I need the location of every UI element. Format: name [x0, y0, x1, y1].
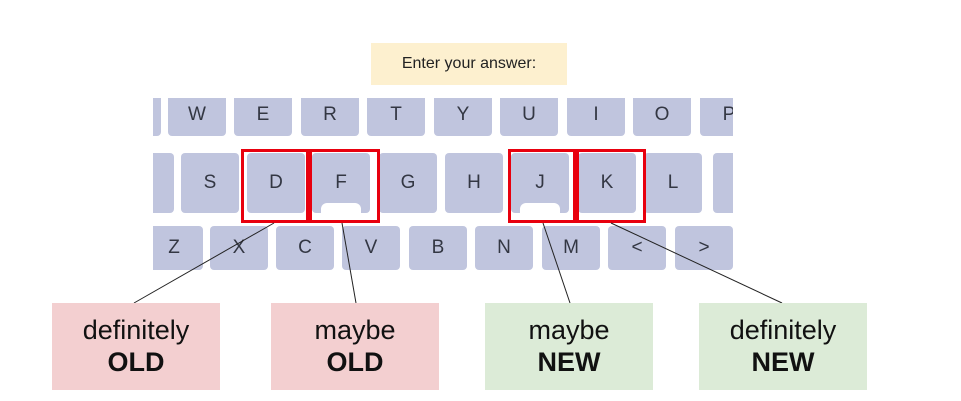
key-v: V [342, 226, 400, 270]
key-p: P [700, 98, 733, 136]
key-l: L [644, 153, 702, 213]
key-b: B [409, 226, 467, 270]
key-d: D [247, 153, 305, 213]
answer-maybe-new-button[interactable]: maybe NEW [485, 303, 653, 390]
answer-definitely-old-button[interactable]: definitely OLD [52, 303, 220, 390]
key-c: C [276, 226, 334, 270]
key-t: T [367, 98, 425, 136]
f-key-bump [321, 203, 361, 213]
answer-line2: OLD [107, 346, 165, 377]
answer-line1: definitely [82, 314, 190, 345]
answer-line1: maybe [528, 314, 610, 345]
key-g: G [379, 153, 437, 213]
answer-line2: NEW [751, 346, 815, 377]
j-key-bump [520, 203, 560, 213]
keyboard-image: W E R T Y U I O P S D F G H J K L Z X C … [153, 98, 733, 270]
highlight-f-key [309, 149, 380, 223]
highlight-j-key [508, 149, 576, 223]
key [153, 98, 161, 136]
key-s: S [181, 153, 239, 213]
key-h: H [445, 153, 503, 213]
answer-definitely-new-button[interactable]: definitely NEW [699, 303, 867, 390]
answer-line1: maybe [314, 314, 396, 345]
highlight-d-key [241, 149, 309, 223]
answer-maybe-old-button[interactable]: maybe OLD [271, 303, 439, 390]
key-o: O [633, 98, 691, 136]
answer-line2: NEW [537, 346, 601, 377]
key-n: N [475, 226, 533, 270]
key-period: > [675, 226, 733, 270]
answer-prompt: Enter your answer: [371, 43, 567, 85]
key-i: I [567, 98, 625, 136]
answer-line1: definitely [729, 314, 837, 345]
highlight-k-key [576, 149, 646, 223]
key-x: X [210, 226, 268, 270]
key-r: R [301, 98, 359, 136]
key-k: K [578, 153, 636, 213]
answer-line2: OLD [326, 346, 384, 377]
key-u: U [500, 98, 558, 136]
key [153, 153, 174, 213]
answer-prompt-label: Enter your answer: [401, 55, 537, 72]
key-y: Y [434, 98, 492, 136]
key-w: W [168, 98, 226, 136]
key-z: Z [153, 226, 203, 270]
key-comma: < [608, 226, 666, 270]
key-e: E [234, 98, 292, 136]
key-m: M [542, 226, 600, 270]
key [713, 153, 733, 213]
